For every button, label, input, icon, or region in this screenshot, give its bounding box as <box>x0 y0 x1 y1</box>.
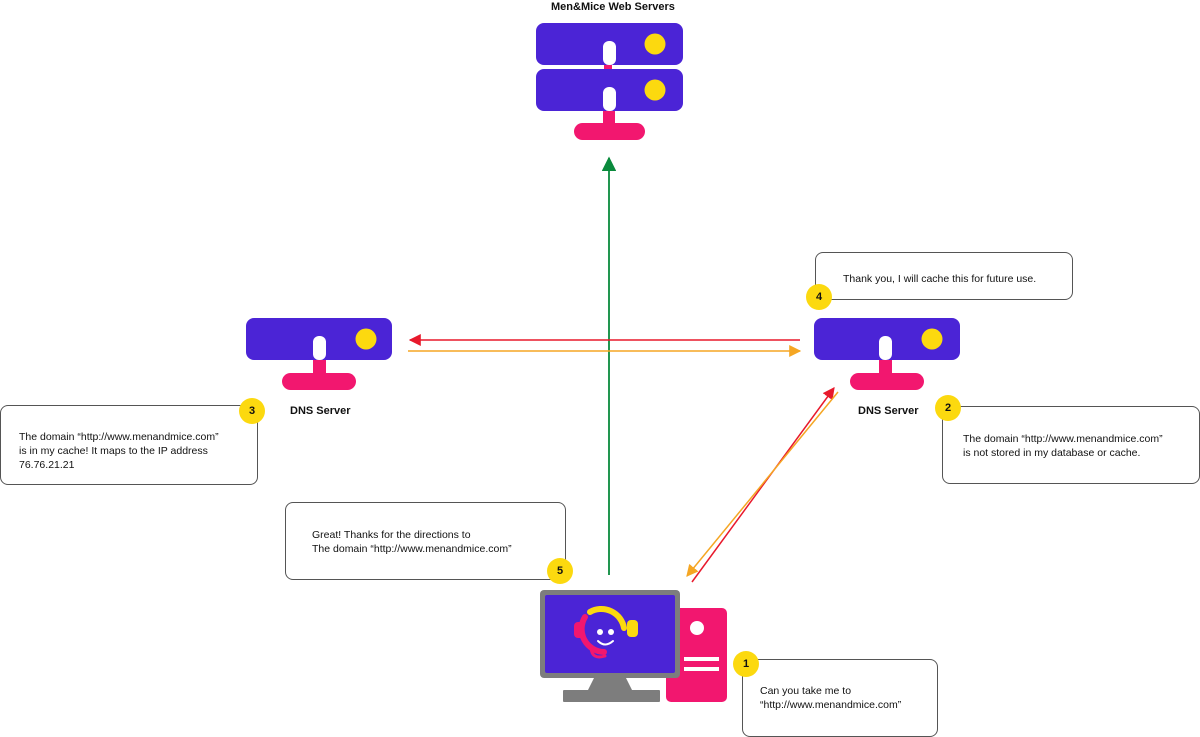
bubble-3-line-2: is in my cache! It maps to the IP addres… <box>19 445 208 458</box>
dns-server-right-label: DNS Server <box>858 405 919 417</box>
speech-bubble-step-1: Can you take me to “http://www.menandmic… <box>742 659 938 737</box>
bubble-3-text: The domain “http://www.menandmice.com” i… <box>19 430 219 473</box>
step-3-badge: 3 <box>239 398 265 424</box>
bubble-3-line-3: 76.76.21.21 <box>19 459 75 472</box>
arrow-client-query-to-dns <box>691 387 835 583</box>
bubble-2-text: The domain “http://www.menandmice.com” i… <box>963 432 1163 460</box>
bubble-1-line-1: Can you take me to <box>760 685 852 697</box>
step-1-badge: 1 <box>733 651 759 677</box>
arrow-dns-response-to-client <box>686 391 839 577</box>
bubble-4-line-1: Thank you, I will cache this for future … <box>843 273 1037 285</box>
bubble-2-line-2: is not stored in my database or cache. <box>963 447 1141 460</box>
web-server-stack-icon <box>536 23 683 140</box>
bubble-1-text: Can you take me to “http://www.menandmic… <box>760 684 901 712</box>
dns-server-left-label: DNS Server <box>290 405 351 417</box>
client-computer-icon <box>540 590 727 702</box>
step-4-badge: 4 <box>806 284 832 310</box>
support-agent-logo-icon <box>574 606 638 659</box>
speech-bubble-step-5: Great! Thanks for the directions to The … <box>285 502 566 580</box>
bubble-5-text: Great! Thanks for the directions to The … <box>312 528 512 556</box>
bubble-5-line-2: The domain “http://www.menandmice.com” <box>312 543 512 556</box>
dns-server-right-icon <box>814 318 960 390</box>
speech-bubble-step-2: The domain “http://www.menandmice.com” i… <box>942 406 1200 484</box>
bubble-1-line-2: “http://www.menandmice.com” <box>760 699 902 712</box>
bubble-5-line-1: Great! Thanks for the directions to <box>312 529 471 541</box>
speech-bubble-step-4: Thank you, I will cache this for future … <box>815 252 1073 300</box>
bubble-3-line-1: The domain “http://www.menandmice.com” <box>19 431 219 443</box>
speech-bubble-step-3: The domain “http://www.menandmice.com” i… <box>0 405 258 485</box>
web-servers-label: Men&Mice Web Servers <box>551 1 675 13</box>
dns-server-left-icon <box>246 318 392 390</box>
step-5-badge: 5 <box>547 558 573 584</box>
step-2-badge: 2 <box>935 395 961 421</box>
bubble-2-line-1: The domain “http://www.menandmice.com” <box>963 433 1163 445</box>
